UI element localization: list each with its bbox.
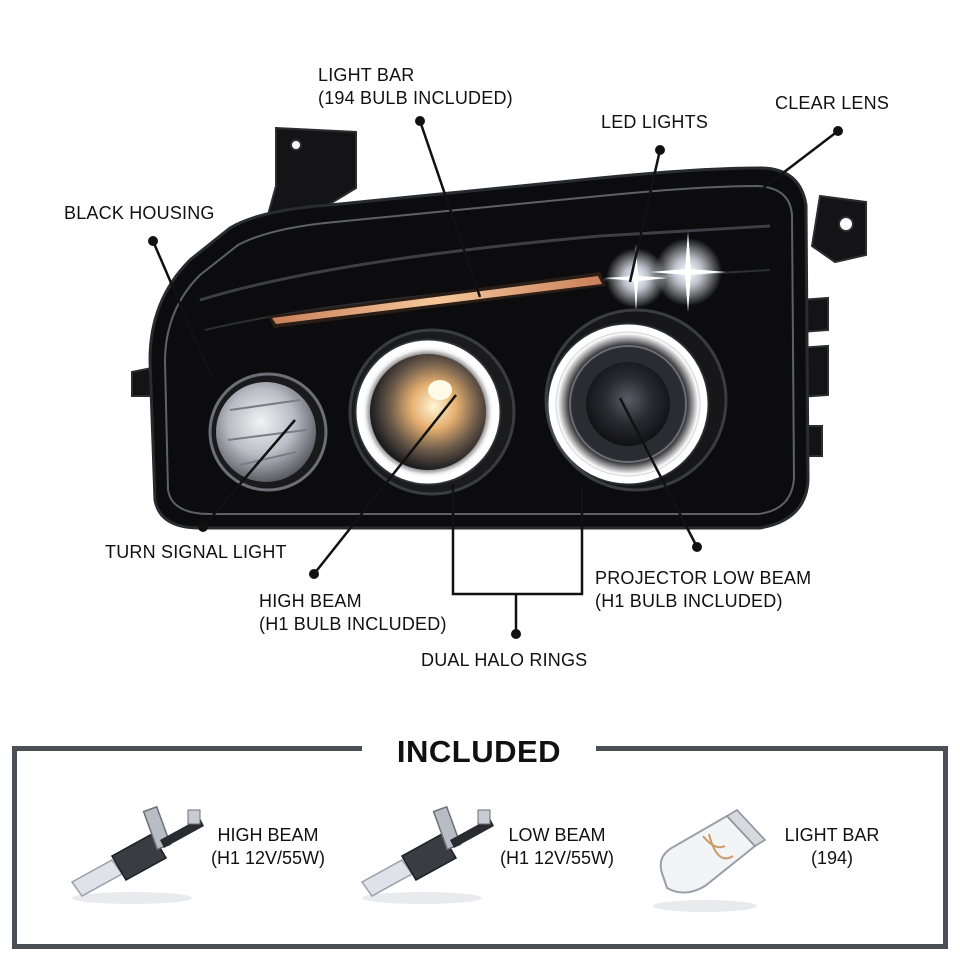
callout-lines	[148, 116, 843, 639]
high-beam-lamp	[348, 328, 516, 496]
led-lights	[604, 232, 726, 312]
headlight-diagram	[131, 116, 867, 639]
callout-light-bar-note: (194 BULB INCLUDED)	[318, 88, 513, 108]
callout-dual-halo-rings: DUAL HALO RINGS	[421, 650, 588, 670]
callout-projector-note: (H1 BULB INCLUDED)	[595, 591, 783, 611]
included-item-low-beam: LOW BEAM (H1 12V/55W)	[499, 825, 615, 868]
h1-bulb-icon	[360, 805, 494, 904]
turn-signal-lamp	[208, 372, 328, 492]
callout-high-beam-note: (H1 BULB INCLUDED)	[259, 614, 447, 634]
callout-black-housing: BLACK HOUSING	[64, 203, 215, 223]
projector-low-beam-lamp	[544, 308, 728, 492]
light-bar	[268, 272, 606, 328]
included-item-light-bar: LIGHT BAR (194)	[784, 825, 880, 868]
callout-high-beam-title: HIGH BEAM	[259, 591, 362, 611]
callout-projector-title: PROJECTOR LOW BEAM	[595, 568, 812, 588]
callout-led-lights: LED LIGHTS	[601, 112, 709, 132]
mounting-bracket	[131, 126, 867, 457]
194-bulb-icon	[653, 809, 767, 912]
included-item-high-beam: HIGH BEAM (H1 12V/55W)	[210, 825, 326, 868]
callout-clear-lens: CLEAR LENS	[775, 93, 890, 113]
callout-light-bar-title: LIGHT BAR	[318, 65, 415, 85]
callout-projector-low-beam: PROJECTOR LOW BEAM (H1 BULB INCLUDED)	[595, 567, 811, 613]
included-title: INCLUDED	[362, 726, 596, 778]
clear-lens-edge	[163, 184, 796, 515]
callout-turn-signal: TURN SIGNAL LIGHT	[105, 542, 287, 562]
callout-high-beam: HIGH BEAM (H1 BULB INCLUDED)	[259, 590, 447, 636]
callout-light-bar: LIGHT BAR (194 BULB INCLUDED)	[318, 64, 513, 110]
h1-bulb-icon	[70, 805, 204, 904]
